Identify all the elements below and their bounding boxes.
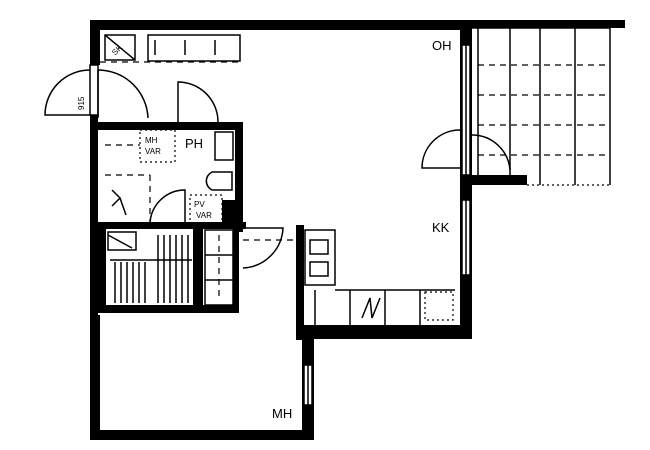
wall-top-right bbox=[465, 20, 625, 28]
closet bbox=[204, 229, 234, 306]
door-ph bbox=[177, 81, 219, 123]
fridge bbox=[304, 229, 336, 286]
toilet bbox=[205, 171, 233, 191]
wall-bottom-kk bbox=[302, 325, 472, 339]
stove bbox=[424, 291, 454, 321]
label-mh: MH bbox=[272, 406, 292, 421]
window-entry bbox=[89, 64, 99, 116]
wall-entry-bottom bbox=[90, 122, 240, 130]
wall-ph-right bbox=[235, 122, 243, 232]
balcony bbox=[472, 27, 611, 186]
wall-kk-left bbox=[296, 225, 304, 340]
bath-fixtures bbox=[105, 129, 234, 224]
label-pv-var-top: PV bbox=[194, 200, 205, 209]
label-dim-915: 915 bbox=[77, 96, 86, 110]
door-entry-right bbox=[97, 69, 149, 119]
wall-left-lower bbox=[90, 315, 100, 440]
mh-var-box bbox=[139, 129, 176, 163]
wall-sauna-right bbox=[193, 222, 203, 312]
wall-sauna-bottom bbox=[98, 305, 238, 313]
wall-sauna-left bbox=[98, 222, 106, 312]
wall-bottom bbox=[90, 430, 312, 440]
label-oh: OH bbox=[432, 38, 452, 53]
label-sk: SK bbox=[110, 43, 124, 57]
kitchen-fixtures bbox=[243, 229, 455, 325]
door-kk bbox=[242, 227, 284, 269]
label-mh-var-bottom: VAR bbox=[145, 147, 161, 156]
door-oh-balcony bbox=[421, 129, 461, 169]
wall-closet-right bbox=[233, 228, 239, 313]
wall-bath-bottom bbox=[98, 222, 246, 229]
wall-left-mid bbox=[90, 115, 98, 320]
door-bath bbox=[149, 189, 186, 225]
wall-pv-block bbox=[222, 200, 242, 225]
label-mh-var-top: MH bbox=[145, 136, 158, 145]
sauna-benches bbox=[114, 235, 189, 303]
label-kk: KK bbox=[432, 220, 450, 235]
outer-walls bbox=[90, 20, 625, 440]
entry-wardrobe bbox=[100, 34, 241, 63]
sauna bbox=[107, 231, 192, 303]
sauna-stove bbox=[107, 231, 137, 251]
sink bbox=[214, 131, 234, 161]
shower bbox=[111, 189, 127, 216]
label-pv-var-bottom: VAR bbox=[196, 211, 212, 220]
label-ph: PH bbox=[185, 136, 203, 151]
windows bbox=[89, 44, 471, 406]
wall-left-upper bbox=[90, 20, 100, 65]
interior-walls bbox=[90, 122, 304, 340]
kitchen-sink bbox=[361, 297, 381, 319]
wall-balcony-stub bbox=[472, 175, 527, 185]
door-entry-left bbox=[44, 69, 91, 116]
doors bbox=[44, 69, 511, 269]
room-labels: OH PH KK MH bbox=[185, 38, 452, 421]
pv-var-box bbox=[189, 194, 223, 224]
wall-top bbox=[90, 20, 465, 30]
